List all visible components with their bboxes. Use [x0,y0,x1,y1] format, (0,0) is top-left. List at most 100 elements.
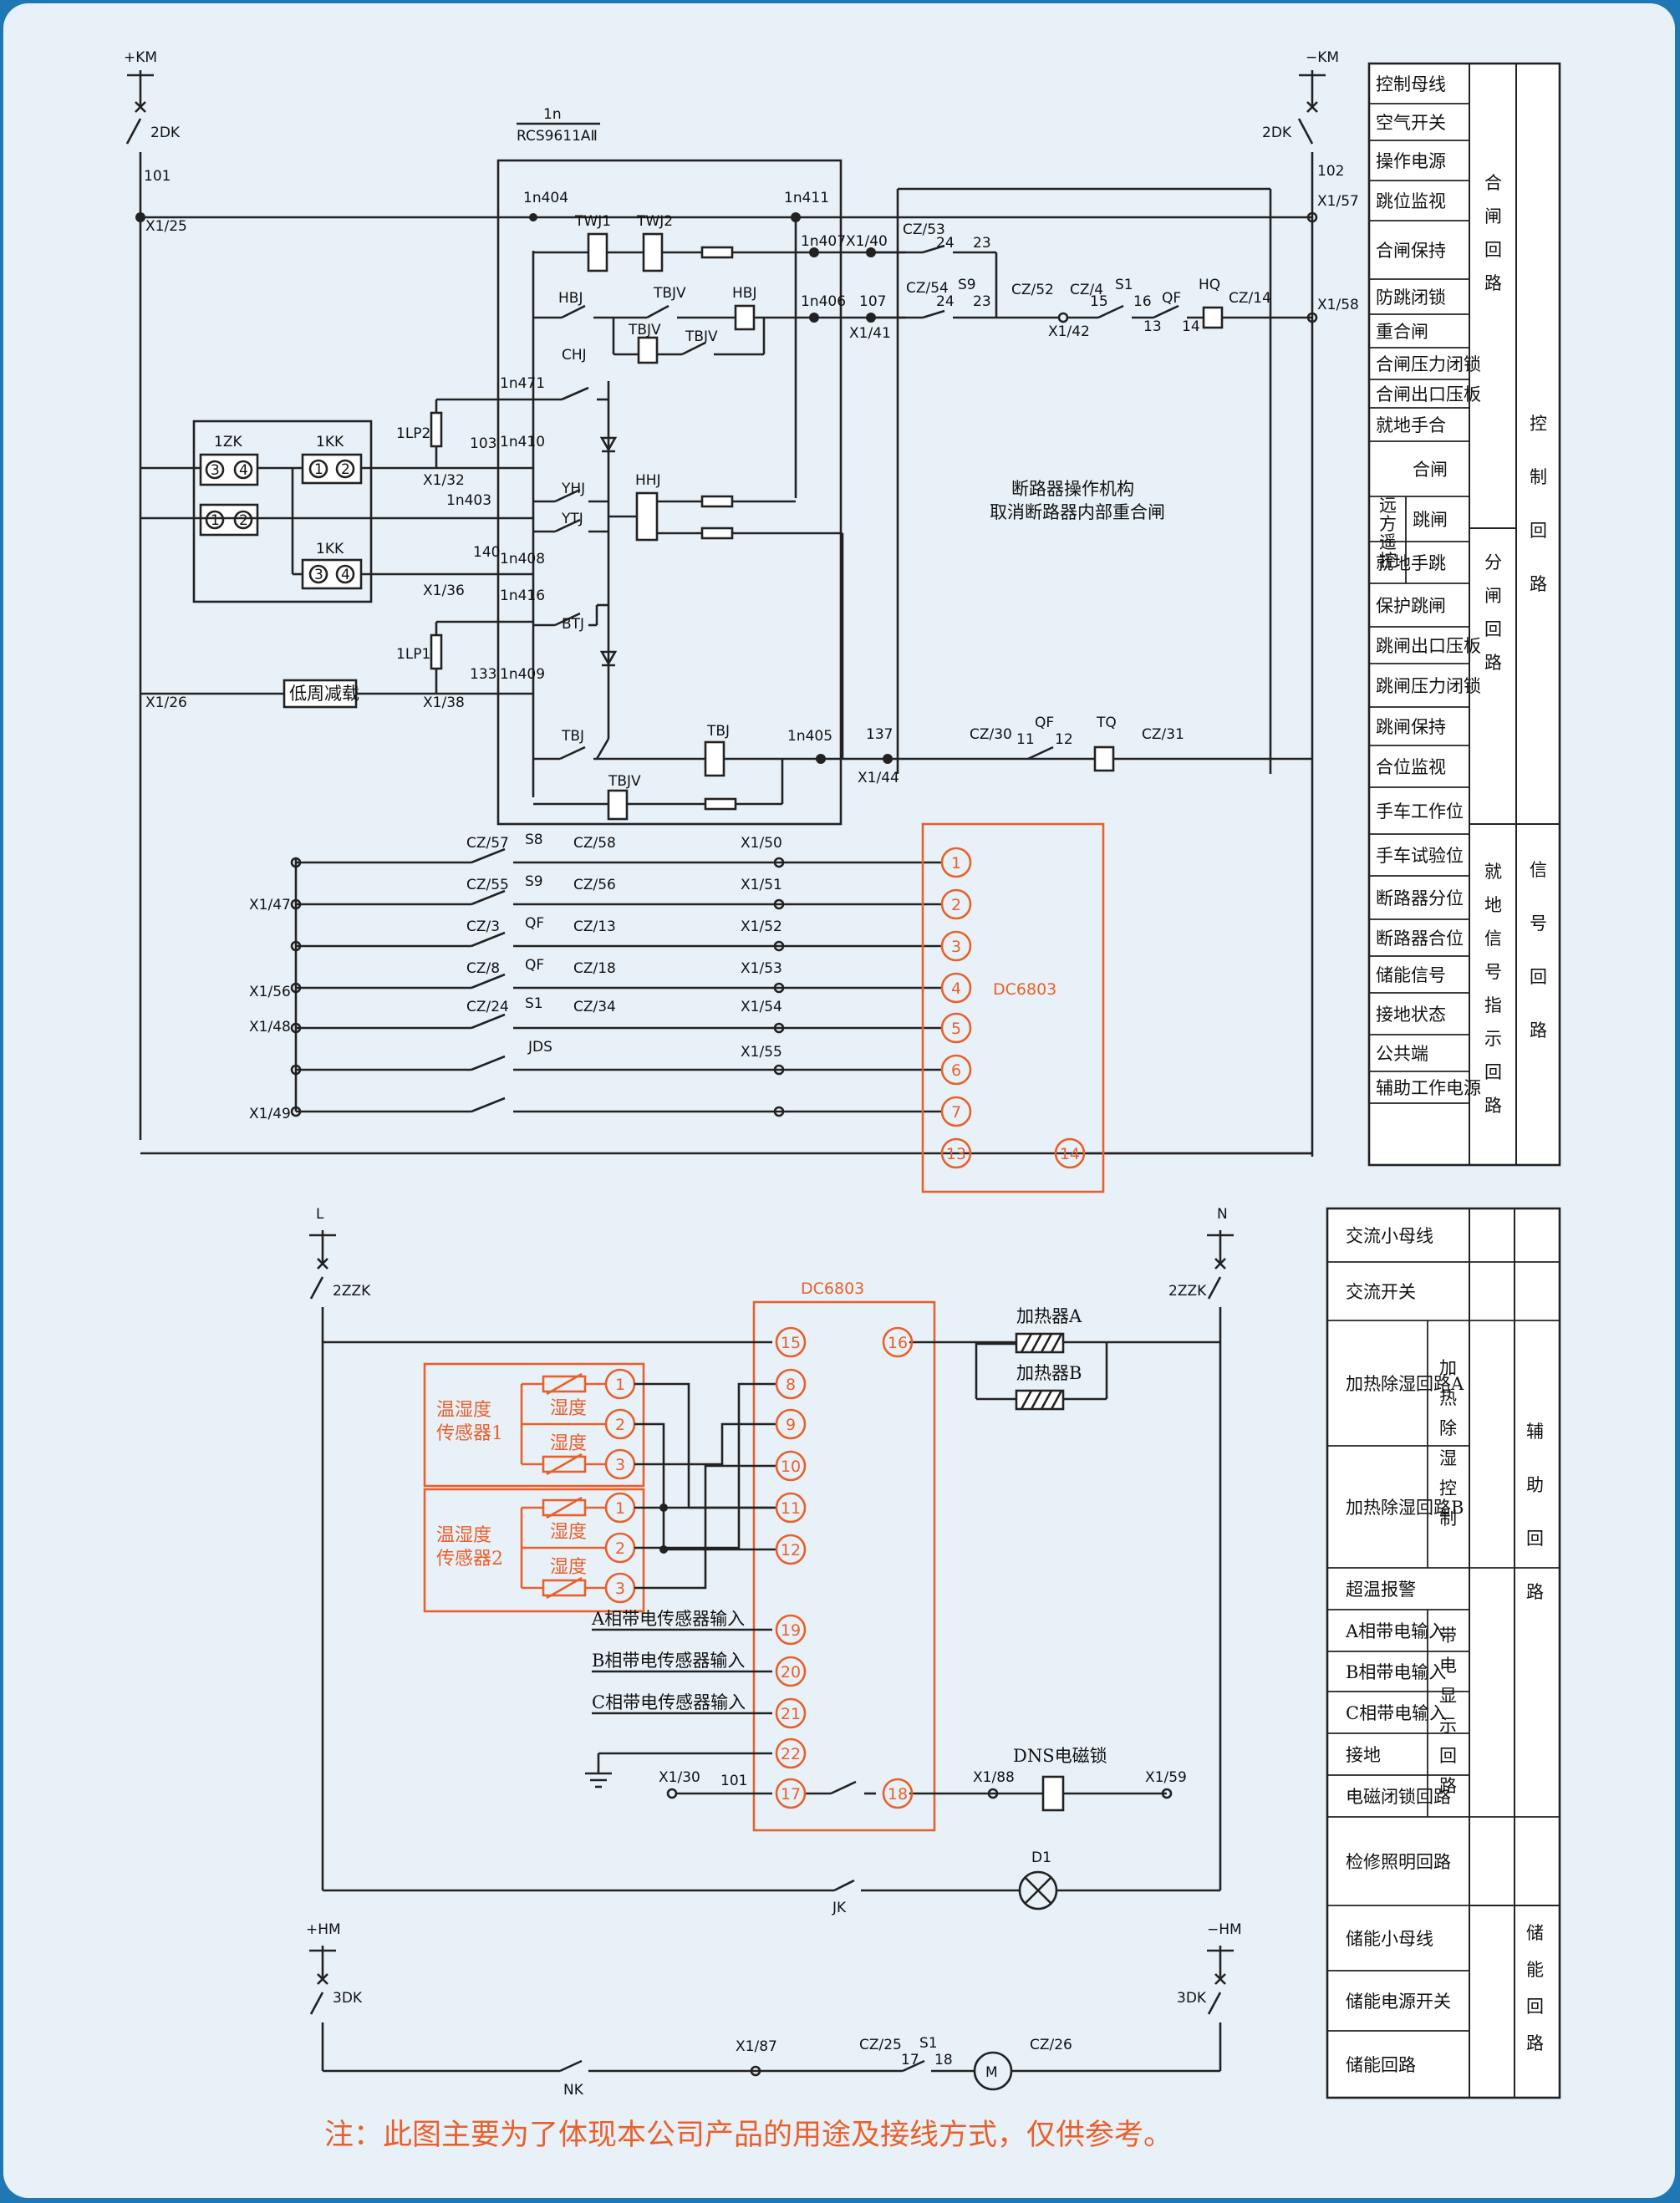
dc-aux-pin [775,1450,807,1482]
x138-label: X1/38 [423,694,465,711]
heatA-label: 加热器A [1016,1306,1082,1326]
sens1b-label: 传感器1 [436,1423,503,1444]
protection-device-box [496,159,843,826]
dc-aux-pin [775,1656,807,1687]
svg-text:合: 合 [1484,173,1502,193]
dc-top-pin-label: 6 [951,1061,961,1080]
p17-label: 17 [901,2052,919,2068]
table1-row: 就地手跳 [1376,553,1446,573]
dc-aux-pin [775,1737,807,1769]
sensor-pin-label: 2 [615,1539,625,1558]
dc-aux-pin-label: 12 [781,1541,801,1559]
sensor-pin-label: 3 [615,1580,625,1598]
table1-row: 合闸出口压板 [1376,384,1481,404]
dc-aux-pin [775,1368,807,1400]
cz52-label: CZ/52 [1011,282,1054,298]
hq-coil [1202,306,1224,329]
dc-top-pin-label: 14 [1060,1145,1080,1163]
n107-label: 107 [859,293,886,310]
pos-hm-bus [309,1946,336,2071]
cz58-label: CZ/58 [573,835,616,852]
svg-text:控: 控 [1379,551,1397,571]
dc-aux-pin-label: 8 [786,1376,796,1394]
p13-label: 13 [1143,318,1162,335]
x155-label: X1/55 [741,1044,782,1061]
dc6803-top [921,822,1105,1193]
svg-text:热: 热 [1439,1388,1457,1408]
n408-label: 1n408 [500,551,545,567]
svg-text:分: 分 [1484,552,1502,572]
x130-label: X1/30 [659,1769,700,1786]
hbj2-label: HBJ [732,285,756,302]
svg-text:路: 路 [1530,574,1547,594]
svg-text:路: 路 [1526,1582,1544,1602]
table1-row: 空气开关 [1376,113,1446,133]
svg-text:储: 储 [1526,1923,1544,1943]
dc-top-pin [940,847,972,878]
s9b-label: S9 [525,873,543,890]
x141-label: X1/41 [849,325,891,342]
lowfreq-label: 低周减载 [289,684,359,704]
tbjv4-label: TBJV [608,773,641,790]
dc-aux-pin-label: 19 [781,1621,801,1640]
ina-label: A相带电传感器输入 [591,1609,745,1629]
svg-text:回: 回 [1526,1529,1544,1549]
table1-row: 接地状态 [1376,1005,1446,1025]
dc-aux-pin [775,1492,807,1524]
dc-aux-pin [775,1778,807,1809]
x126-label: X1/26 [145,694,187,711]
kk-pin-3: 3 [314,567,323,583]
table2-row: 储能小母线 [1346,1929,1433,1949]
svg-text:控: 控 [1439,1478,1457,1498]
s9a-label: S9 [958,277,976,293]
x158-label: X1/58 [1317,297,1359,313]
table1-row: 跳闸 [1413,510,1448,530]
x156-label: X1/56 [249,984,291,1000]
kk-terminal-a [301,453,363,485]
jds-label: JDS [527,1039,552,1056]
table1-row: 合闸 [1413,460,1448,480]
svg-text:回: 回 [1484,619,1502,639]
dc2-label: DC6803 [801,1280,864,1298]
sens1a-label: 温湿度 [436,1400,491,1421]
table2-row: 交流小母线 [1346,1226,1433,1246]
low-freq-box [283,679,358,709]
dc-aux-pin [775,1614,807,1646]
table2-row: 加热除湿回路B [1346,1498,1464,1518]
x159-label: X1/59 [1145,1769,1187,1786]
table2-row: B相带电输入 [1346,1662,1446,1682]
tq-coil [1093,745,1115,772]
wiring-diagram: +KM 2DK 101 X1/25 X1/26 −KM 2DK 102 X1/5… [124,49,1561,2152]
zzk2-label: 2ZZK [1168,1283,1207,1300]
x147-label: X1/47 [249,897,291,913]
svg-text:路: 路 [1484,653,1502,673]
cz34-label: CZ/34 [573,999,616,1015]
table2-row: 接地 [1346,1745,1381,1765]
dc-aux-pin-label: 16 [888,1334,908,1352]
n471-label: 1n471 [500,375,545,392]
svg-text:除: 除 [1439,1418,1457,1438]
n409-label: 1n409 [500,666,545,683]
svg-text:回: 回 [1530,967,1547,987]
L-bus [309,1230,336,1890]
x125-label: X1/25 [145,218,187,235]
n405-label: 1n405 [787,728,832,745]
p18-label: 18 [934,2052,953,2068]
cz54-label: CZ/54 [906,280,949,297]
n410-label: 1n410 [500,434,545,450]
x140-label: X1/40 [846,233,888,250]
svg-text:制: 制 [1439,1509,1457,1529]
qfb-label: QF [1035,715,1054,731]
table1-row: 合闸保持 [1376,241,1446,261]
table2-row: 电磁闭锁回路 [1346,1787,1451,1807]
table1-row: 手车工作位 [1376,801,1464,822]
zk-pin-3: 3 [211,462,220,479]
p24a-label: 24 [936,235,955,252]
dc-top-pin [940,888,972,920]
lp2-plate [430,411,443,448]
twj1-label: TWJ1 [574,213,611,230]
zk-terminal-top [199,453,259,486]
svg-text:路: 路 [1439,1776,1457,1796]
motor-label: M [985,2064,998,2081]
p23a-label: 23 [973,235,991,252]
